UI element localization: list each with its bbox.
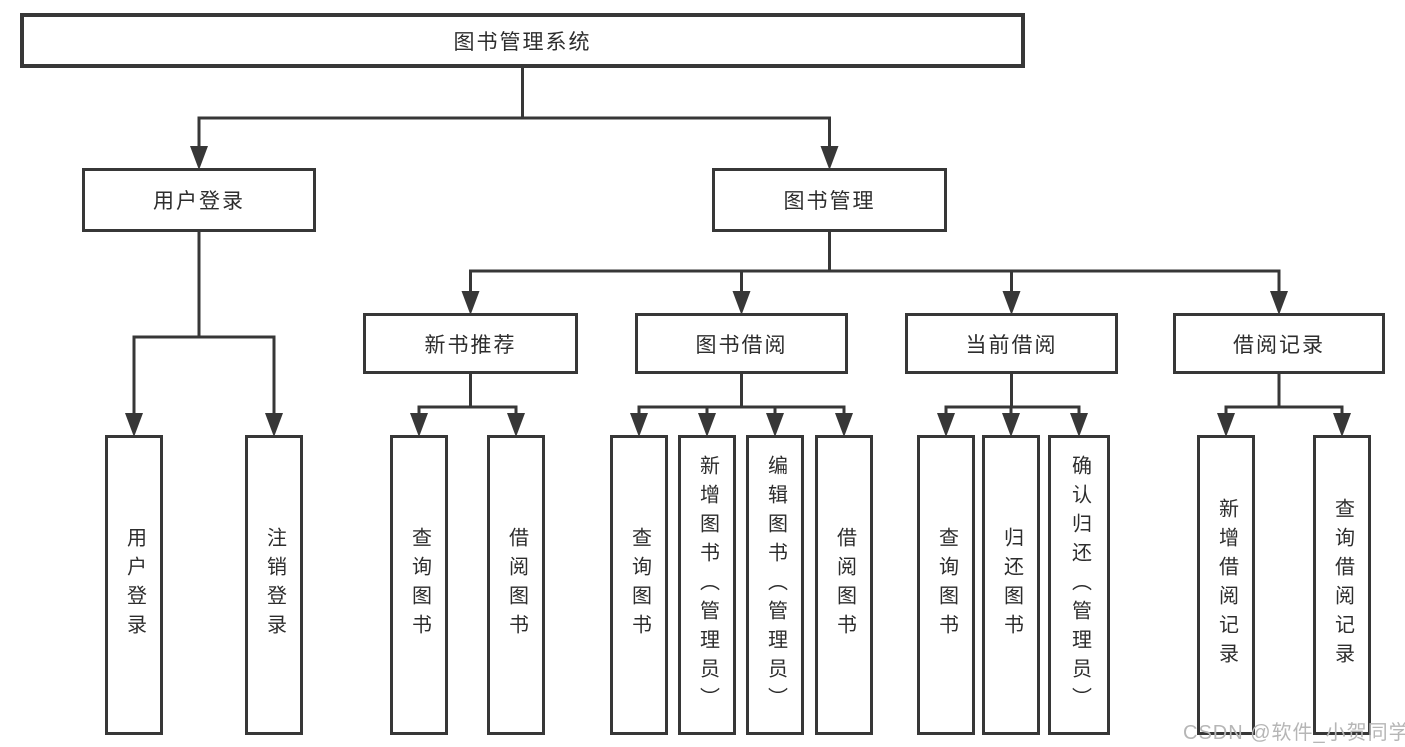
node-current-borrow: 当前借阅	[905, 313, 1118, 374]
node-system: 图书管理系统	[20, 13, 1025, 68]
node-label: 图书借阅	[695, 333, 788, 357]
node-cb-return: 归还图书	[982, 435, 1040, 735]
node-label: 新增借阅记录	[1215, 498, 1238, 672]
node-new-book-rec: 新书推荐	[363, 313, 578, 374]
arrowhead-icon	[1002, 291, 1021, 315]
node-label: 新书推荐	[424, 333, 517, 357]
node-label: 编辑图书（管理员）	[764, 454, 787, 716]
arrowhead-icon	[1002, 413, 1020, 437]
arrowhead-icon	[1070, 413, 1088, 437]
node-nbr-borrow: 借阅图书	[487, 435, 545, 735]
arrowhead-icon	[410, 413, 428, 437]
arrowhead-icon	[698, 413, 716, 437]
node-book-management: 图书管理	[712, 168, 947, 232]
arrowhead-icon	[766, 413, 784, 437]
arrowhead-icon	[937, 413, 955, 437]
arrowhead-icon	[630, 413, 648, 437]
arrowhead-icon	[461, 291, 480, 315]
arrowhead-icon	[820, 146, 839, 170]
node-book-borrow: 图书借阅	[635, 313, 848, 374]
node-label: 归还图书	[1000, 527, 1023, 643]
node-cb-query: 查询图书	[917, 435, 975, 735]
arrowhead-icon	[190, 146, 208, 170]
node-br-add: 新增借阅记录	[1197, 435, 1255, 735]
node-bb-borrow: 借阅图书	[815, 435, 873, 735]
arrowhead-icon	[265, 413, 283, 437]
node-bb-edit: 编辑图书（管理员）	[746, 435, 804, 735]
node-user-login-leaf: 用户登录	[105, 435, 163, 735]
node-br-query: 查询借阅记录	[1313, 435, 1371, 735]
node-label: 借阅图书	[833, 527, 856, 643]
node-user-login: 用户登录	[82, 168, 316, 232]
node-label: 图书管理系统	[453, 30, 592, 54]
node-label: 用户登录	[153, 190, 245, 213]
node-nbr-query: 查询图书	[390, 435, 448, 735]
arrowhead-icon	[1270, 291, 1288, 315]
node-label: 查询借阅记录	[1331, 498, 1354, 672]
node-label: 查询图书	[408, 527, 431, 643]
node-label: 用户登录	[123, 527, 146, 643]
arrowhead-icon	[1217, 413, 1235, 437]
node-label: 注销登录	[263, 527, 286, 643]
node-label: 查询图书	[628, 527, 651, 643]
csdn-watermark: CSDN @软件_小贺同学	[1183, 722, 1405, 744]
arrowhead-icon	[125, 413, 143, 437]
arrowhead-icon	[732, 291, 751, 315]
node-cb-confirm: 确认归还（管理员）	[1048, 435, 1110, 735]
node-logout-leaf: 注销登录	[245, 435, 303, 735]
node-label: 确认归还（管理员）	[1068, 454, 1091, 716]
arrowhead-icon	[1333, 413, 1351, 437]
node-bb-add: 新增图书（管理员）	[678, 435, 736, 735]
node-label: 查询图书	[935, 527, 958, 643]
node-label: 新增图书（管理员）	[696, 454, 719, 716]
node-label: 借阅图书	[505, 527, 528, 643]
arrowhead-icon	[835, 413, 853, 437]
node-label: 当前借阅	[965, 333, 1058, 357]
node-borrow-records: 借阅记录	[1173, 313, 1385, 374]
node-label: 图书管理	[783, 190, 876, 213]
node-bb-query: 查询图书	[610, 435, 668, 735]
connector-group	[125, 68, 1351, 437]
node-label: 借阅记录	[1233, 333, 1325, 357]
arrowhead-icon	[507, 413, 525, 437]
